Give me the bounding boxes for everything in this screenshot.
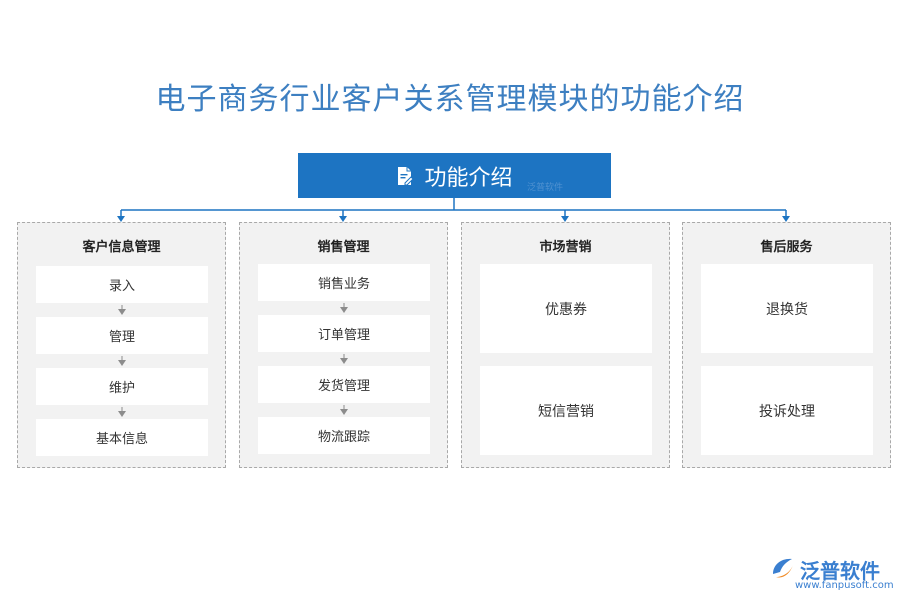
column-after-sales: 售后服务 退换货 投诉处理: [682, 222, 891, 468]
list-item: 订单管理: [258, 315, 430, 352]
root-node: 功能介绍: [298, 153, 611, 198]
page-title: 电子商务行业客户关系管理模块的功能介绍: [155, 82, 745, 117]
list-item: 维护: [36, 368, 208, 405]
logo-name: 泛普软件: [800, 559, 880, 583]
list-item: 基本信息: [36, 419, 208, 456]
list-item: 管理: [36, 317, 208, 354]
watermark-small: 泛普软件: [527, 183, 564, 193]
step-arrows: [340, 303, 348, 415]
list-item: 销售业务: [258, 264, 430, 301]
column-marketing: 市场营销 优惠券 短信营销: [461, 222, 670, 468]
list-item: 退换货: [701, 264, 873, 353]
root-label: 功能介绍: [424, 165, 513, 191]
step-arrows: [118, 305, 126, 417]
list-item: 优惠券: [480, 264, 652, 353]
column-header: 市场营销: [539, 240, 592, 255]
list-item: 短信营销: [480, 366, 652, 455]
list-item: 物流跟踪: [258, 417, 430, 454]
column-header: 销售管理: [317, 240, 370, 255]
column-customer-info: 客户信息管理 录入 管理 维护 基本信息: [17, 222, 226, 468]
list-item: 投诉处理: [701, 366, 873, 455]
column-header: 客户信息管理: [82, 240, 161, 255]
logo-icon: [770, 556, 796, 584]
document-edit-icon: [396, 166, 415, 186]
column-sales: 销售管理 销售业务 订单管理 发货管理 物流跟踪: [239, 222, 448, 468]
logo-url: www.fanpusoft.com: [795, 580, 894, 591]
list-item: 发货管理: [258, 366, 430, 403]
column-header: 售后服务: [760, 240, 813, 255]
brand-logo: 泛普软件: [770, 555, 880, 584]
list-item: 录入: [36, 266, 208, 303]
